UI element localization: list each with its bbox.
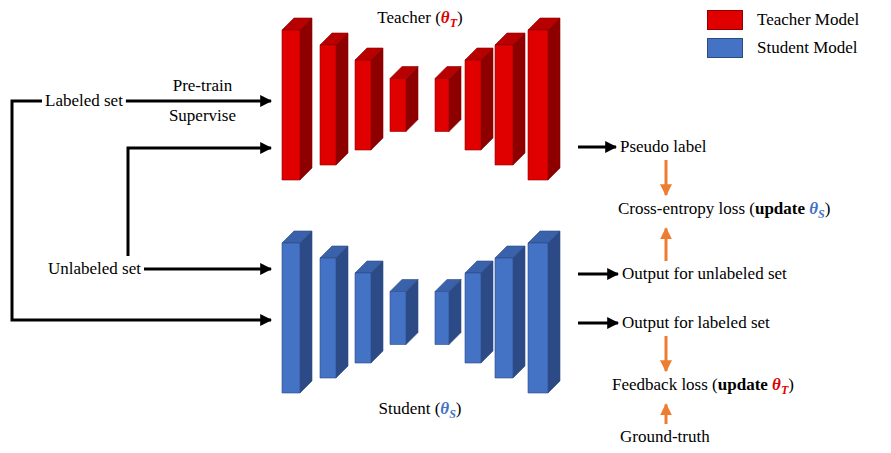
legend-swatch <box>707 38 743 58</box>
block-face <box>282 243 300 393</box>
block-face <box>300 231 312 393</box>
block-face <box>300 18 312 180</box>
block-face <box>449 67 461 132</box>
block-face <box>528 30 548 180</box>
output-label: Pseudo label <box>620 137 706 157</box>
connector-arrow <box>665 336 668 371</box>
block-face <box>355 273 371 363</box>
input-label: Ground-truth <box>620 427 710 447</box>
student-model: Student (θS) <box>275 215 575 427</box>
legend-swatch <box>707 10 743 30</box>
connector-arrow <box>12 101 271 320</box>
network-blocks <box>275 215 575 425</box>
connector-arrow <box>665 228 668 261</box>
connector-arrow <box>126 100 271 103</box>
legend-text: Student Model <box>757 38 858 58</box>
node-text: Output for unlabeled set <box>622 264 787 284</box>
connector-arrow <box>128 148 271 256</box>
block-face <box>320 45 336 165</box>
connector-arrow <box>578 322 618 325</box>
block-face <box>435 292 449 345</box>
connector-arrow <box>578 273 618 276</box>
model-title: Teacher (θT) <box>275 8 565 33</box>
connector-arrow <box>665 404 668 424</box>
block-face <box>390 79 406 132</box>
teacher-model: Teacher (θT) <box>275 2 575 184</box>
connector-arrow <box>144 268 271 271</box>
legend-text: Teacher Model <box>757 10 859 30</box>
block-face <box>465 273 481 363</box>
node-text: Ground-truth <box>620 427 710 447</box>
block-face <box>513 33 525 165</box>
block-face <box>528 243 548 393</box>
block-face <box>371 261 383 363</box>
block-face <box>406 67 418 132</box>
edge-label: Pre-train Supervise <box>157 71 247 131</box>
node-text: Unlabeled set <box>48 259 141 279</box>
block-face <box>336 246 348 378</box>
block-face <box>465 60 481 150</box>
block-face <box>495 45 513 165</box>
output-label: Output for unlabeled set <box>622 264 787 284</box>
block-face <box>371 48 383 150</box>
node-text: Feedback loss (update θT) <box>612 375 794 400</box>
node-text: Labeled set <box>45 91 123 111</box>
output-label: Output for labeled set <box>622 313 770 333</box>
block-face <box>435 79 449 132</box>
block-face <box>336 33 348 165</box>
input-label: Unlabeled set <box>48 259 141 279</box>
node-text: Output for labeled set <box>622 313 770 333</box>
network-blocks <box>275 2 575 212</box>
connector-arrow <box>578 146 616 149</box>
node-text: Cross-entropy loss (update θS) <box>618 199 830 224</box>
block-face <box>513 246 525 378</box>
loss-label: Cross-entropy loss (update θS) <box>618 199 830 224</box>
block-face <box>406 280 418 345</box>
input-label: Labeled set <box>45 91 123 111</box>
block-face <box>282 30 300 180</box>
block-face <box>320 258 336 378</box>
model-title: Student (θS) <box>275 399 565 424</box>
connector-arrow <box>665 160 668 195</box>
block-face <box>355 60 371 150</box>
loss-label: Feedback loss (update θT) <box>612 375 794 400</box>
block-face <box>495 258 513 378</box>
block-face <box>548 231 560 393</box>
block-face <box>481 48 493 150</box>
node-text: Pseudo label <box>620 137 706 157</box>
block-face <box>390 292 406 345</box>
block-face <box>449 280 461 345</box>
block-face <box>548 18 560 180</box>
block-face <box>481 261 493 363</box>
